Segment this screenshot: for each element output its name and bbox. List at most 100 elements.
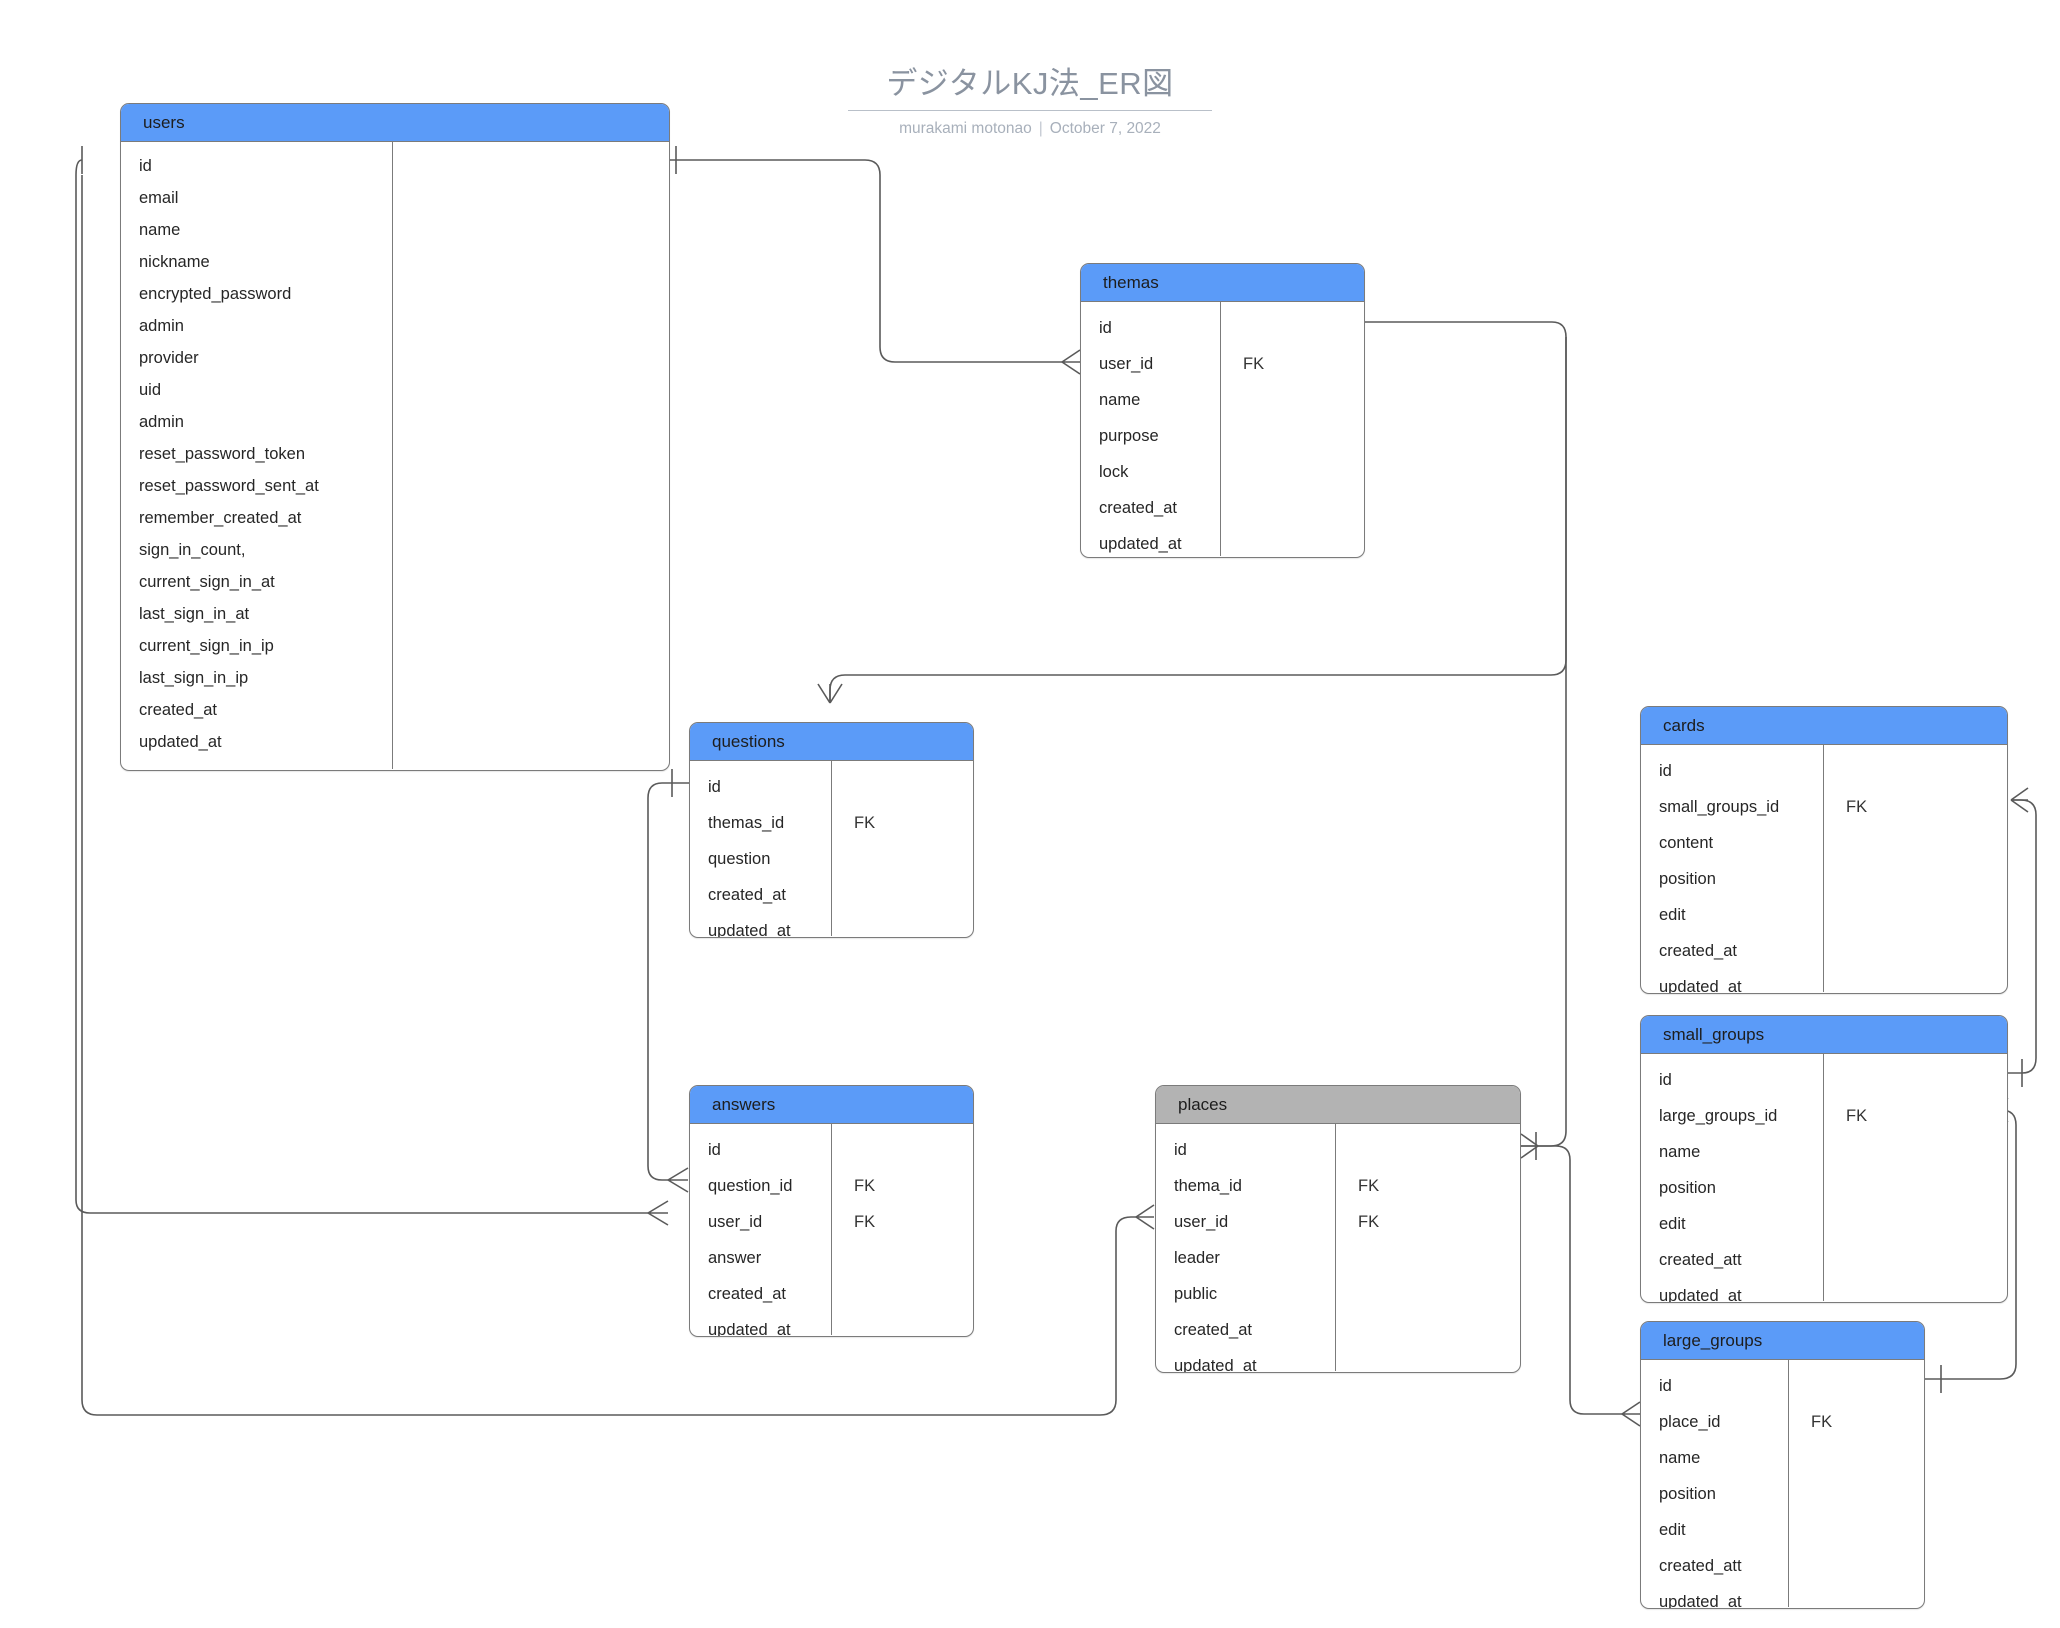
field-themas-created_at: created_at	[1099, 499, 1177, 517]
wire-themas-places	[1538, 337, 1567, 1147]
field-cards-id: id	[1659, 762, 1672, 780]
fk-badge-small_groups-large_groups_id: FK	[1846, 1107, 1868, 1125]
field-large_groups-place_id: place_id	[1659, 1413, 1721, 1431]
field-answers-question_id: question_id	[708, 1177, 793, 1195]
crowfoot-largegroups-place-id	[1621, 1401, 1641, 1427]
field-large_groups-position: position	[1659, 1485, 1716, 1503]
wire-questions-answers	[647, 782, 689, 1181]
field-places-leader: leader	[1174, 1249, 1220, 1267]
field-key-column-cards: FK	[1824, 745, 2007, 992]
field-users-current_sign_in_at: current_sign_in_at	[139, 573, 275, 591]
field-users-provider: provider	[139, 349, 199, 367]
title-block: デジタルKJ法_ER図 murakami motonao|October 7, …	[0, 58, 2060, 138]
entity-header-places: places	[1156, 1086, 1520, 1124]
field-key-column-themas: FK	[1221, 302, 1364, 556]
field-small_groups-position: position	[1659, 1179, 1716, 1197]
field-answers-updated_at: updated_at	[708, 1321, 791, 1337]
fk-badge-answers-question_id: FK	[854, 1177, 876, 1195]
fk-badge-themas-user_id: FK	[1243, 355, 1265, 373]
field-answers-user_id: user_id	[708, 1213, 763, 1231]
field-cards-created_at: created_at	[1659, 942, 1737, 960]
field-places-created_at: created_at	[1174, 1321, 1252, 1339]
field-large_groups-created_att: created_att	[1659, 1557, 1742, 1575]
field-questions-themas_id: themas_id	[708, 814, 785, 832]
field-key-column-small_groups: FK	[1824, 1054, 2007, 1301]
field-cards-updated_at: updated_at	[1659, 978, 1742, 994]
field-users-name: name	[139, 221, 181, 239]
field-places-user_id: user_id	[1174, 1213, 1229, 1231]
field-small_groups-name: name	[1659, 1143, 1701, 1161]
author-label: murakami motonao	[899, 120, 1032, 137]
entity-header-themas: themas	[1081, 264, 1364, 302]
field-answers-answer: answer	[708, 1249, 762, 1267]
crowfoot-themas-user-id	[1061, 349, 1081, 375]
fk-badge-cards-small_groups_id: FK	[1846, 798, 1868, 816]
entity-header-cards: cards	[1641, 707, 2007, 745]
field-users-last_sign_in_at: last_sign_in_at	[139, 605, 250, 623]
field-places-id: id	[1174, 1141, 1187, 1159]
field-questions-created_at: created_at	[708, 886, 786, 904]
entity-header-answers: answers	[690, 1086, 973, 1124]
field-large_groups-name: name	[1659, 1449, 1701, 1467]
field-cards-small_groups_id: small_groups_id	[1659, 798, 1780, 816]
field-small_groups-updated_at: updated_at	[1659, 1287, 1742, 1303]
field-cards-position: position	[1659, 870, 1716, 888]
fk-badge-questions-themas_id: FK	[854, 814, 876, 832]
crowfoot-cards-small-groups-id	[2010, 787, 2029, 813]
field-users-id: id	[139, 157, 152, 175]
field-users-admin: admin	[139, 317, 184, 335]
field-users-admin: admin	[139, 413, 184, 431]
field-users-current_sign_in_ip: current_sign_in_ip	[139, 637, 274, 655]
field-places-public: public	[1174, 1285, 1218, 1303]
field-cards-content: content	[1659, 834, 1714, 852]
field-users-sign_in_count: sign_in_count,	[139, 541, 246, 559]
crowfoot-places-thema-id	[1520, 1133, 1539, 1159]
field-answers-created_at: created_at	[708, 1285, 786, 1303]
field-places-updated_at: updated_at	[1174, 1357, 1257, 1373]
fk-badge-places-thema_id: FK	[1358, 1177, 1380, 1195]
field-users-reset_password_token: reset_password_token	[139, 445, 306, 463]
field-small_groups-large_groups_id: large_groups_id	[1659, 1107, 1778, 1125]
crowfoot-answers-question-id	[667, 1167, 689, 1193]
crowfoot-questions-themas-id	[817, 683, 843, 704]
crowfoot-answers-user-id	[647, 1200, 669, 1226]
field-small_groups-id: id	[1659, 1071, 1672, 1089]
field-users-email: email	[139, 189, 179, 207]
fk-badge-answers-user_id: FK	[854, 1213, 876, 1231]
field-themas-name: name	[1099, 391, 1141, 409]
field-users-encrypted_password: encrypted_password	[139, 285, 292, 303]
field-users-created_at: created_at	[139, 701, 217, 719]
field-themas-purpose: purpose	[1099, 427, 1159, 445]
crowfoot-places-user-id	[1135, 1204, 1155, 1230]
field-users-remember_created_at: remember_created_at	[139, 509, 302, 527]
field-users-nickname: nickname	[139, 253, 210, 271]
field-places-thema_id: thema_id	[1174, 1177, 1242, 1195]
field-cards-edit: edit	[1659, 906, 1686, 924]
entity-header-questions: questions	[690, 723, 973, 761]
page-title: デジタルKJ法_ER図	[848, 58, 1212, 111]
page-subtitle: murakami motonao|October 7, 2022	[0, 120, 2060, 138]
field-large_groups-updated_at: updated_at	[1659, 1593, 1742, 1609]
field-large_groups-edit: edit	[1659, 1521, 1686, 1539]
entity-header-small_groups: small_groups	[1641, 1016, 2007, 1054]
field-users-last_sign_in_ip: last_sign_in_ip	[139, 669, 249, 687]
